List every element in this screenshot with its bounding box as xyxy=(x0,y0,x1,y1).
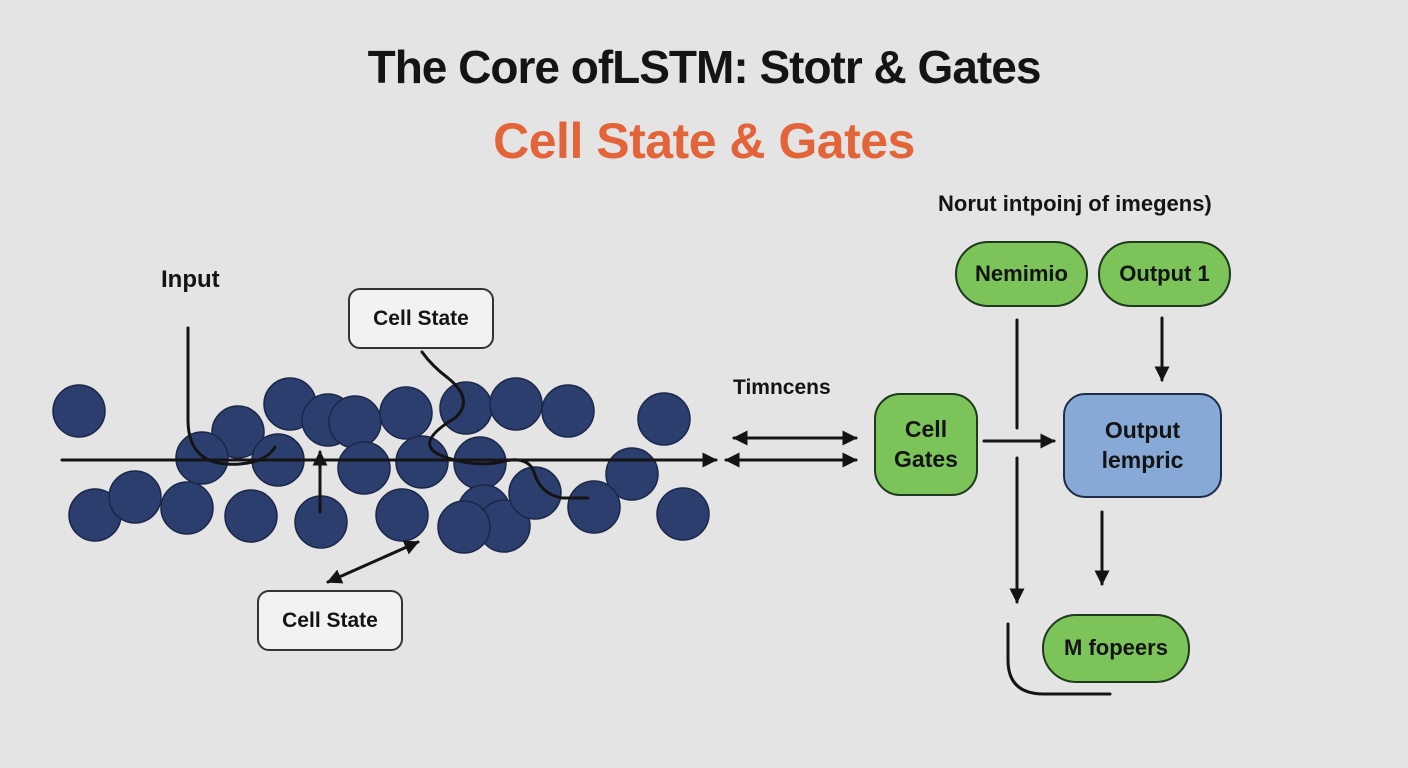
neuron-node xyxy=(160,481,214,535)
neuron-node xyxy=(489,377,543,431)
cell-state-bottom-arrow xyxy=(326,540,420,584)
neuron-node xyxy=(437,500,491,554)
output-lempric-label-line2: lempric xyxy=(1101,446,1184,473)
output-1-box: Output 1 xyxy=(1098,241,1231,307)
neuron-node xyxy=(637,392,691,446)
neuron-node xyxy=(328,395,382,449)
cell-gates-box: Cell Gates xyxy=(874,393,978,496)
output-1-label: Output 1 xyxy=(1119,260,1210,286)
output-lempric-label-line1: Output xyxy=(1104,416,1181,443)
cell-state-box-top: Cell State xyxy=(348,288,494,349)
neuron-node xyxy=(337,441,391,495)
cell-state-box-top-label: Cell State xyxy=(373,306,469,330)
nemimio-box: Nemimio xyxy=(955,241,1088,307)
neuron-node xyxy=(567,480,621,534)
m-fopeers-label: M fopeers xyxy=(1064,635,1168,661)
cell-state-path xyxy=(420,350,590,500)
input-arrow xyxy=(186,326,277,466)
nemimio-label: Nemimio xyxy=(975,260,1068,286)
neuron-cluster xyxy=(52,377,710,554)
cell-state-box-bottom: Cell State xyxy=(257,590,403,651)
neuron-node xyxy=(52,384,106,438)
cell-state-box-bottom-label: Cell State xyxy=(282,608,378,632)
neuron-node xyxy=(108,470,162,524)
input-label: Input xyxy=(161,266,220,293)
neuron-node xyxy=(224,489,278,543)
diagram-title: The Core ofLSTM: Stotr & Gates xyxy=(367,41,1042,93)
timncens-label: Timncens xyxy=(733,376,831,399)
m-fopeers-box: M fopeers xyxy=(1042,614,1190,683)
top-right-caption: Norut intpoinj of imegens) xyxy=(938,191,1212,216)
output-lempric-box: Output lempric xyxy=(1063,393,1222,498)
neuron-node xyxy=(395,435,449,489)
flow-lines xyxy=(60,316,1170,696)
neuron-node xyxy=(175,431,229,485)
cell-gates-label-line2: Gates xyxy=(894,445,958,472)
cell-gates-label-line1: Cell xyxy=(904,415,948,442)
neuron-node xyxy=(439,381,493,435)
neuron-node xyxy=(508,466,562,520)
feedback-curve xyxy=(1006,622,1112,696)
neuron-node xyxy=(379,386,433,440)
neuron-node xyxy=(656,487,710,541)
neuron-node xyxy=(375,488,429,542)
diagram-subtitle: Cell State & Gates xyxy=(493,113,915,169)
neuron-node xyxy=(541,384,595,438)
